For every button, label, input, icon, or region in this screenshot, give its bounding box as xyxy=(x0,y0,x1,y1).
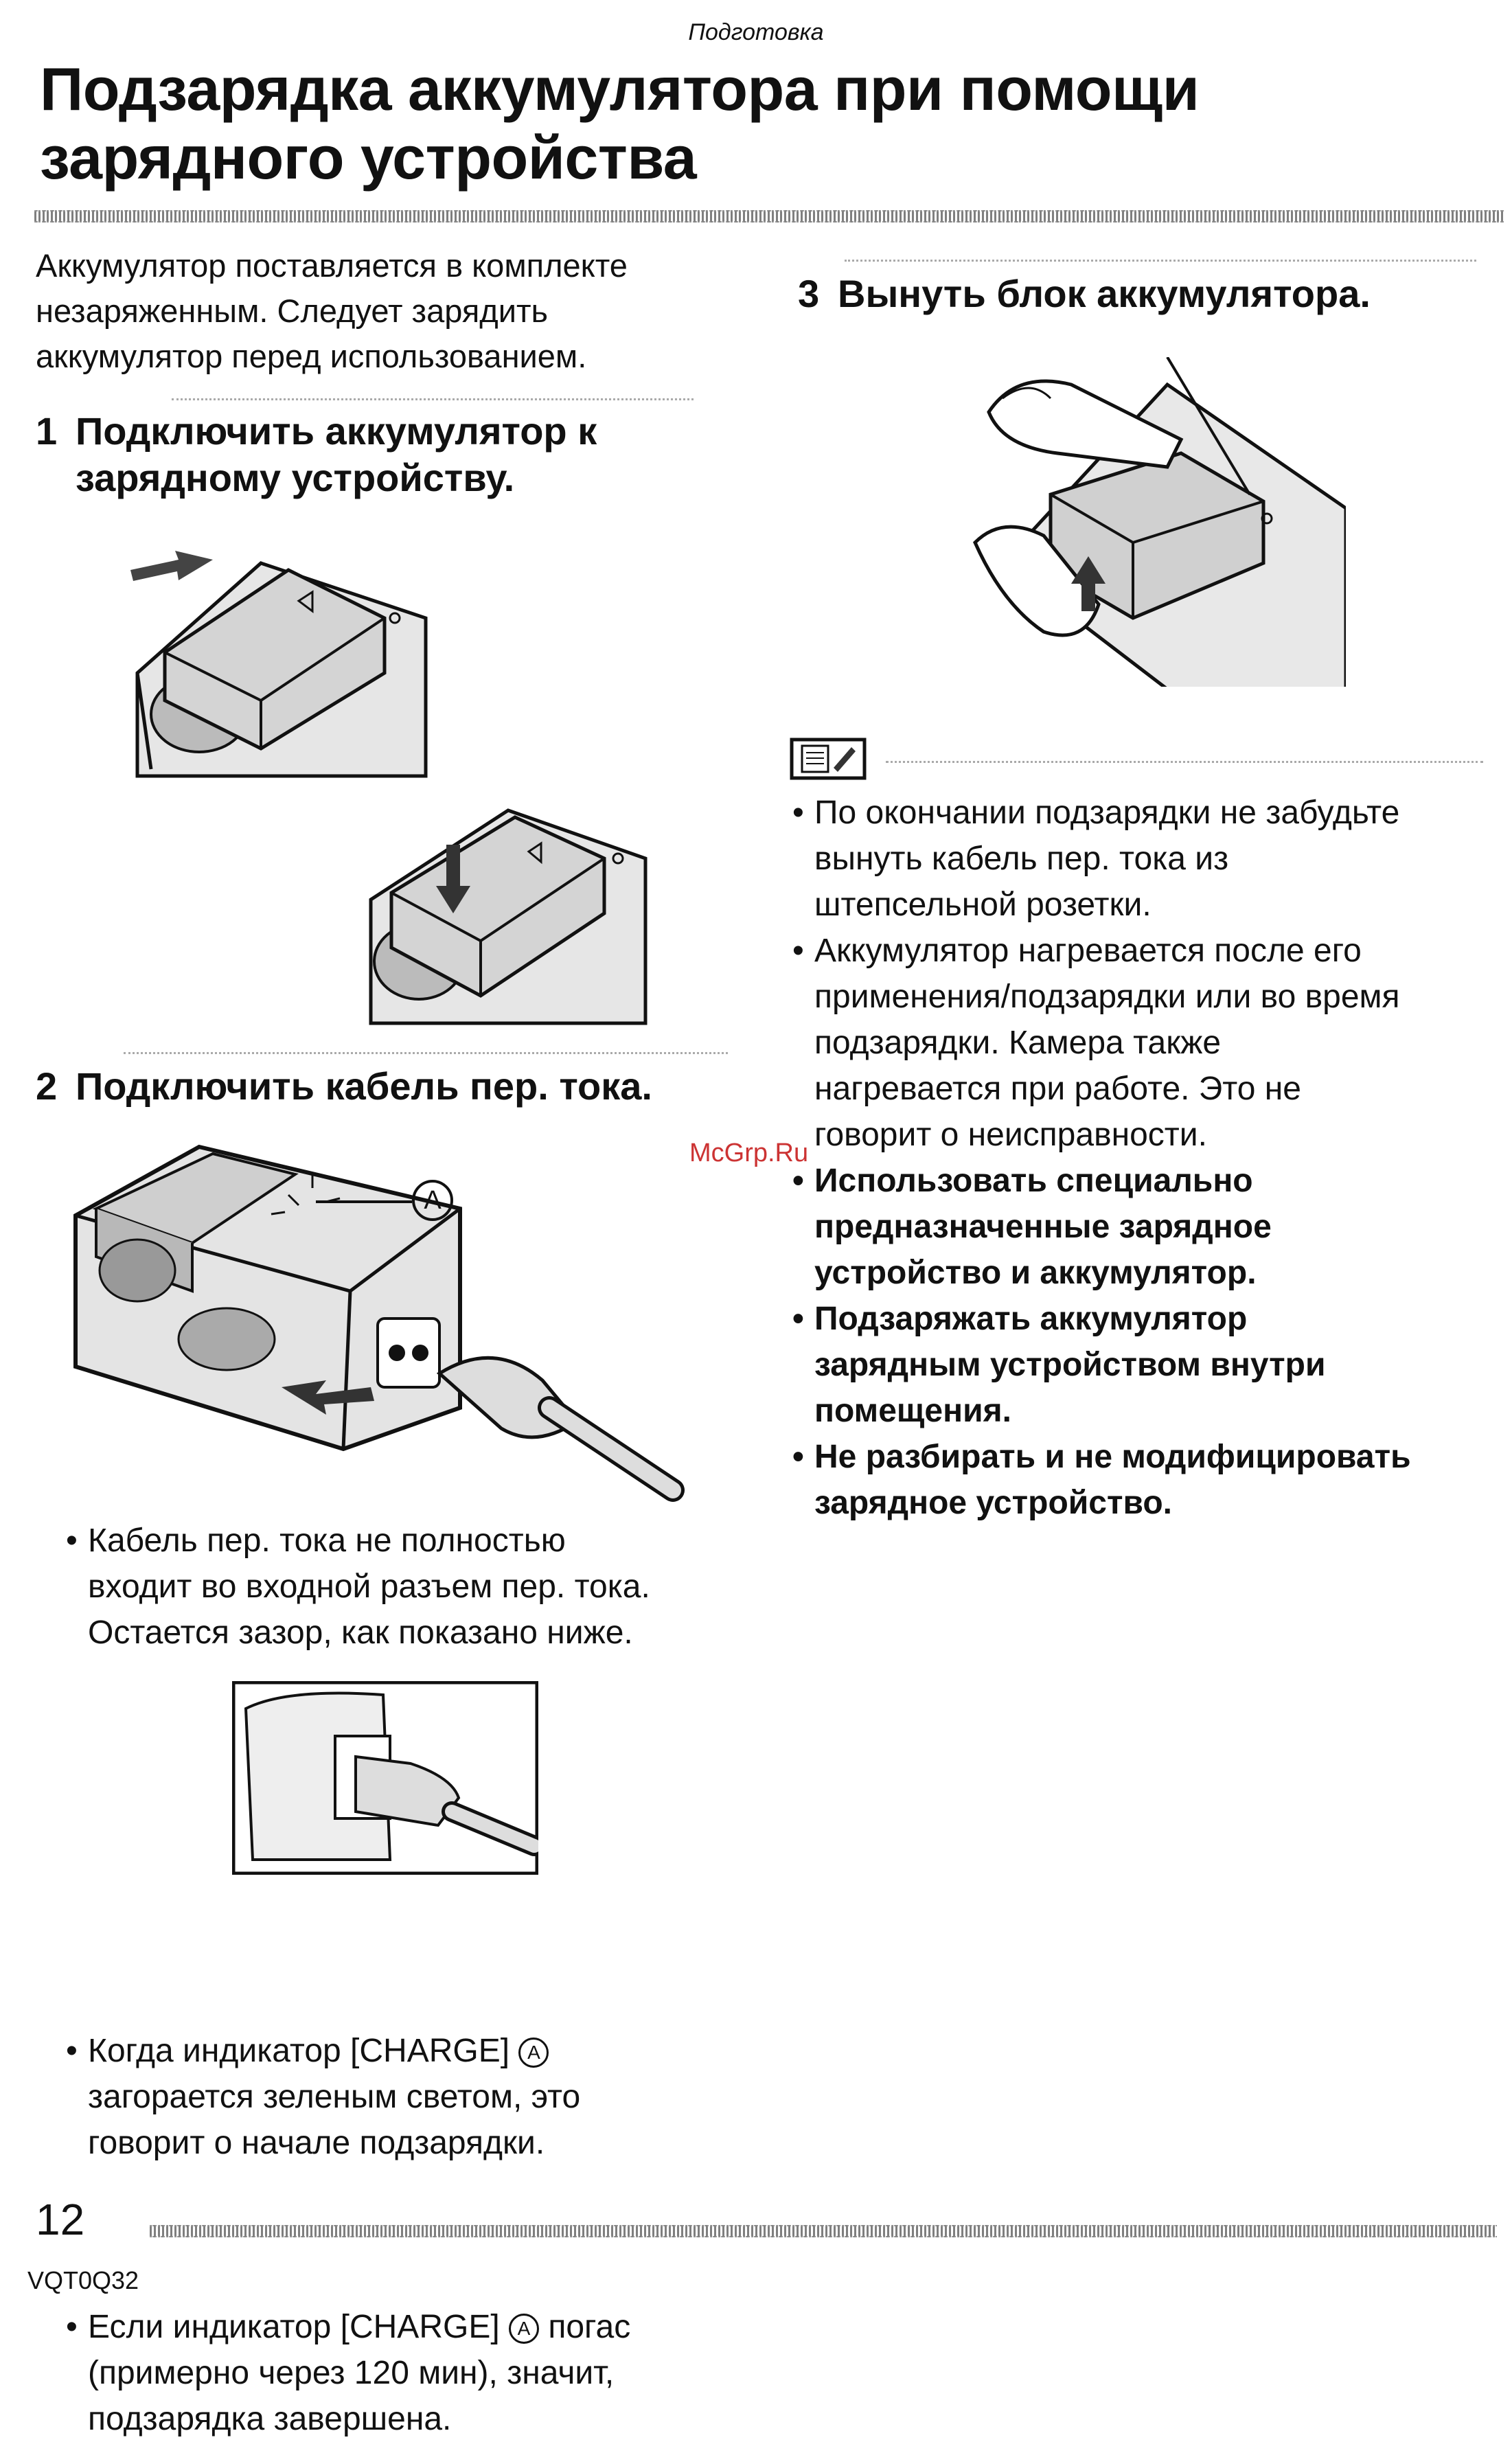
note-charge-off: Если индикатор [CHARGE] A погас (примерн… xyxy=(66,2304,775,2442)
indicator-a-symbol: A xyxy=(509,2314,540,2344)
note-item-warning: Использовать специально предназначенные … xyxy=(792,1158,1500,1296)
intro-line: аккумулятор перед использованием. xyxy=(36,338,587,374)
callout-a: A xyxy=(412,1180,453,1221)
step-number: 1 xyxy=(36,409,58,453)
note-line: вынуть кабель пер. тока из xyxy=(814,841,1229,877)
note-line: помещения. xyxy=(814,1393,1011,1429)
divider xyxy=(172,398,694,400)
note-line: штепсельной розетки. xyxy=(814,887,1152,923)
document-code: VQT0Q32 xyxy=(27,2266,139,2294)
note-line: Подзаряжать аккумулятор xyxy=(814,1301,1248,1337)
note-line: Если индикатор [CHARGE] xyxy=(88,2309,500,2345)
note-line: погас xyxy=(548,2309,631,2345)
page-number: 12 xyxy=(36,2195,85,2244)
title-rule xyxy=(34,210,1504,222)
note-item-warning: Подзаряжать аккумулятор зарядным устройс… xyxy=(792,1296,1500,1434)
battery-removal-illustration xyxy=(973,357,1346,687)
cable-gap-inset-illustration xyxy=(232,1681,538,1875)
note-line: зарядное устройство. xyxy=(814,1485,1173,1521)
note-line: Не разбирать и не модифицировать xyxy=(814,1439,1411,1475)
page-title: Подзарядка аккумулятора при помощи заряд… xyxy=(40,55,1482,192)
note-line: предназначенные зарядное xyxy=(814,1209,1272,1245)
step-3-heading: 3 Вынуть блок аккумулятора. xyxy=(798,271,1485,317)
note-cable-gap: Кабель пер. тока не полностью входит во … xyxy=(66,1518,775,1656)
note-line: подзарядка завершена. xyxy=(88,2401,452,2437)
title-line-2: зарядного устройства xyxy=(40,124,697,192)
indicator-a-symbol: A xyxy=(518,2038,549,2068)
charger-cable-illustration xyxy=(73,1144,685,1502)
note-line: применения/подзарядки или во время xyxy=(814,979,1400,1015)
note-line: говорит о неисправности. xyxy=(814,1117,1207,1153)
divider xyxy=(124,1052,728,1054)
step-1-line: зарядному устройству. xyxy=(76,456,515,499)
note-item: Аккумулятор нагревается после его примен… xyxy=(792,928,1500,1158)
note-line: загорается зеленым светом, это xyxy=(88,2079,581,2115)
note-line: подзарядки. Камера также xyxy=(814,1025,1222,1061)
step-number: 3 xyxy=(798,272,820,315)
divider xyxy=(886,761,1483,763)
note-line: Использовать специально xyxy=(814,1163,1253,1199)
intro-text: Аккумулятор поставляется в комплекте нез… xyxy=(36,243,750,379)
step-2-text: Подключить кабель пер. тока. xyxy=(76,1064,652,1108)
note-charge-on: Когда индикатор [CHARGE] A загорается зе… xyxy=(66,2028,775,2166)
step-3-text: Вынуть блок аккумулятора. xyxy=(838,272,1371,315)
watermark-link[interactable]: McGrp.Ru xyxy=(689,1139,809,1167)
notes-list: По окончании подзарядки не забудьте выну… xyxy=(792,790,1500,1526)
note-line: По окончании подзарядки не забудьте xyxy=(814,795,1400,831)
note-line: Остается зазор, как показано ниже. xyxy=(88,1614,633,1651)
battery-insert-illustration-2 xyxy=(369,808,648,1025)
step-1-heading: 1 Подключить аккумулятор к зарядному устр… xyxy=(36,408,750,501)
note-memo-icon xyxy=(790,738,867,780)
step-1-line: Подключить аккумулятор к xyxy=(76,409,597,453)
note-line: Аккумулятор нагревается после его xyxy=(814,933,1362,969)
note-item-warning: Не разбирать и не модифицировать зарядно… xyxy=(792,1434,1500,1526)
step-number: 2 xyxy=(36,1064,58,1108)
note-line: зарядным устройством внутри xyxy=(814,1347,1326,1383)
intro-line: незаряженным. Следует зарядить xyxy=(36,293,548,329)
note-line: нагревается при работе. Это не xyxy=(814,1071,1301,1107)
note-line: (примерно через 120 мин), значит, xyxy=(88,2355,615,2391)
title-line-1: Подзарядка аккумулятора при помощи xyxy=(40,55,1200,123)
note-line: входит во входной разъем пер. тока. xyxy=(88,1568,650,1605)
section-label: Подготовка xyxy=(688,19,824,45)
step-2-heading: 2 Подключить кабель пер. тока. xyxy=(36,1063,750,1110)
note-line: говорит о начале подзарядки. xyxy=(88,2125,545,2161)
note-line: Когда индикатор [CHARGE] xyxy=(88,2033,510,2069)
divider xyxy=(845,260,1476,262)
intro-line: Аккумулятор поставляется в комплекте xyxy=(36,247,628,284)
footer-rule xyxy=(150,2225,1497,2237)
battery-insert-illustration-1 xyxy=(130,551,428,778)
note-line: устройство и аккумулятор. xyxy=(814,1255,1257,1291)
note-line: Кабель пер. тока не полностью xyxy=(88,1522,566,1559)
note-item: По окончании подзарядки не забудьте выну… xyxy=(792,790,1500,928)
